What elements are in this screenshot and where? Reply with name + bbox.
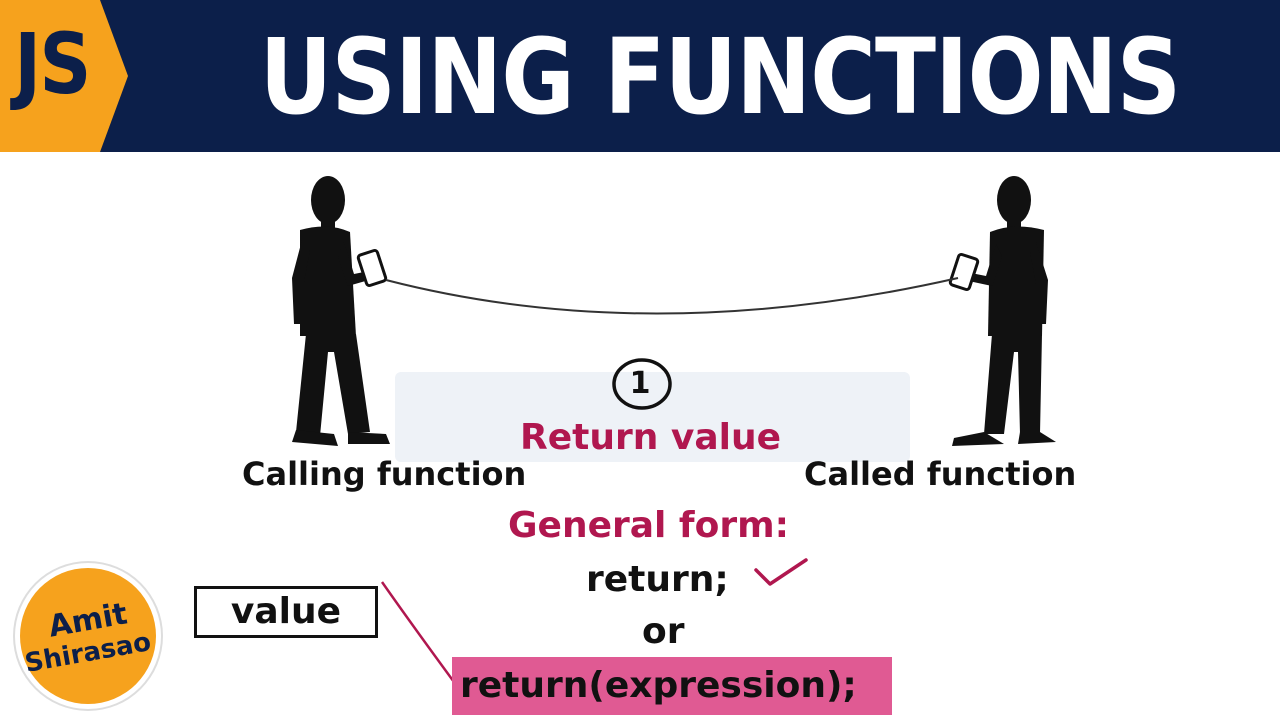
step-title: Return value bbox=[520, 417, 782, 458]
js-badge-icon bbox=[0, 0, 128, 152]
value-box: value bbox=[194, 586, 378, 638]
form-separator: or bbox=[642, 611, 685, 652]
js-badge-label: JS bbox=[14, 15, 91, 113]
caller-figure-icon bbox=[292, 176, 390, 446]
expression-highlight bbox=[452, 657, 892, 715]
string-line bbox=[385, 277, 959, 315]
title-banner: JS USING FUNCTIONS bbox=[0, 0, 1280, 152]
form-option-return: return; bbox=[586, 559, 729, 600]
page-title: USING FUNCTIONS bbox=[259, 16, 1181, 138]
callee-label: Called function bbox=[804, 455, 1077, 493]
author-logo: Amit Shirasao bbox=[20, 568, 156, 704]
connector-line bbox=[380, 581, 456, 683]
general-form-label: General form: bbox=[508, 505, 789, 546]
step-number: 1 bbox=[629, 366, 651, 401]
caller-label: Calling function bbox=[242, 455, 527, 493]
checkmark-icon bbox=[754, 558, 808, 586]
illustration-area: 1 Return value Calling function Called f… bbox=[0, 152, 1280, 720]
form-option-return-expression: return(expression); bbox=[460, 665, 857, 706]
background-watermark bbox=[395, 372, 910, 462]
scene-drawing bbox=[292, 176, 1056, 683]
caller-phone-icon bbox=[356, 248, 388, 288]
callee-figure-icon bbox=[952, 176, 1056, 446]
step-number-circle bbox=[612, 358, 672, 410]
callee-phone-icon bbox=[948, 252, 980, 292]
